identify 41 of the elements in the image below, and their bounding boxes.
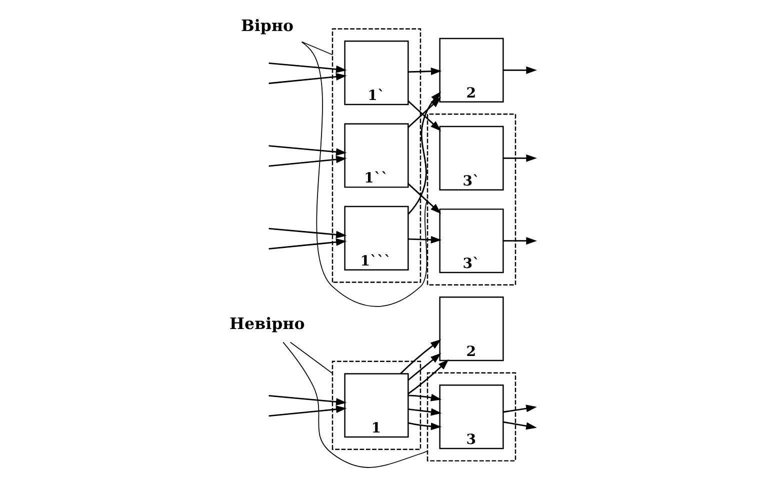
- connector: [301, 41, 428, 307]
- arrow: [408, 408, 442, 416]
- cluster: [332, 28, 422, 283]
- connector: [282, 342, 428, 468]
- arrow: [268, 72, 347, 84]
- arrow: [268, 395, 347, 406]
- arrow: [503, 237, 537, 245]
- node-box: 1```: [344, 206, 409, 270]
- arrow: [268, 62, 347, 73]
- arrow: [268, 156, 347, 167]
- arrow: [503, 421, 537, 430]
- arrow: [400, 339, 442, 374]
- arrow: [503, 154, 537, 162]
- arrow: [408, 422, 442, 430]
- arrow: [268, 238, 347, 250]
- node-box: 3`: [439, 208, 504, 274]
- node-box: 1`: [344, 40, 409, 106]
- arrow: [408, 183, 442, 214]
- arrow: [408, 359, 449, 394]
- node-box: 2: [439, 296, 504, 362]
- arrow: [408, 236, 442, 244]
- node-box: 1``: [344, 123, 409, 188]
- arrow: [268, 145, 347, 156]
- node-box: 2: [439, 38, 504, 102]
- arrow: [408, 353, 442, 381]
- cluster: [426, 372, 516, 462]
- arrow: [408, 68, 442, 76]
- node-box: 3`: [439, 126, 504, 190]
- node-box: 3: [439, 384, 504, 450]
- node-text: Вірно: [240, 16, 294, 35]
- arrow: [268, 228, 347, 238]
- node-box: 1: [344, 373, 409, 438]
- cluster: [332, 360, 422, 450]
- connector: [290, 342, 333, 374]
- arrow: [503, 66, 537, 74]
- arrow: [268, 406, 347, 417]
- node-text: Невірно: [230, 314, 305, 334]
- cluster: [426, 114, 516, 286]
- arrow: [408, 394, 442, 402]
- arrow: [503, 404, 537, 413]
- connector: [302, 41, 333, 56]
